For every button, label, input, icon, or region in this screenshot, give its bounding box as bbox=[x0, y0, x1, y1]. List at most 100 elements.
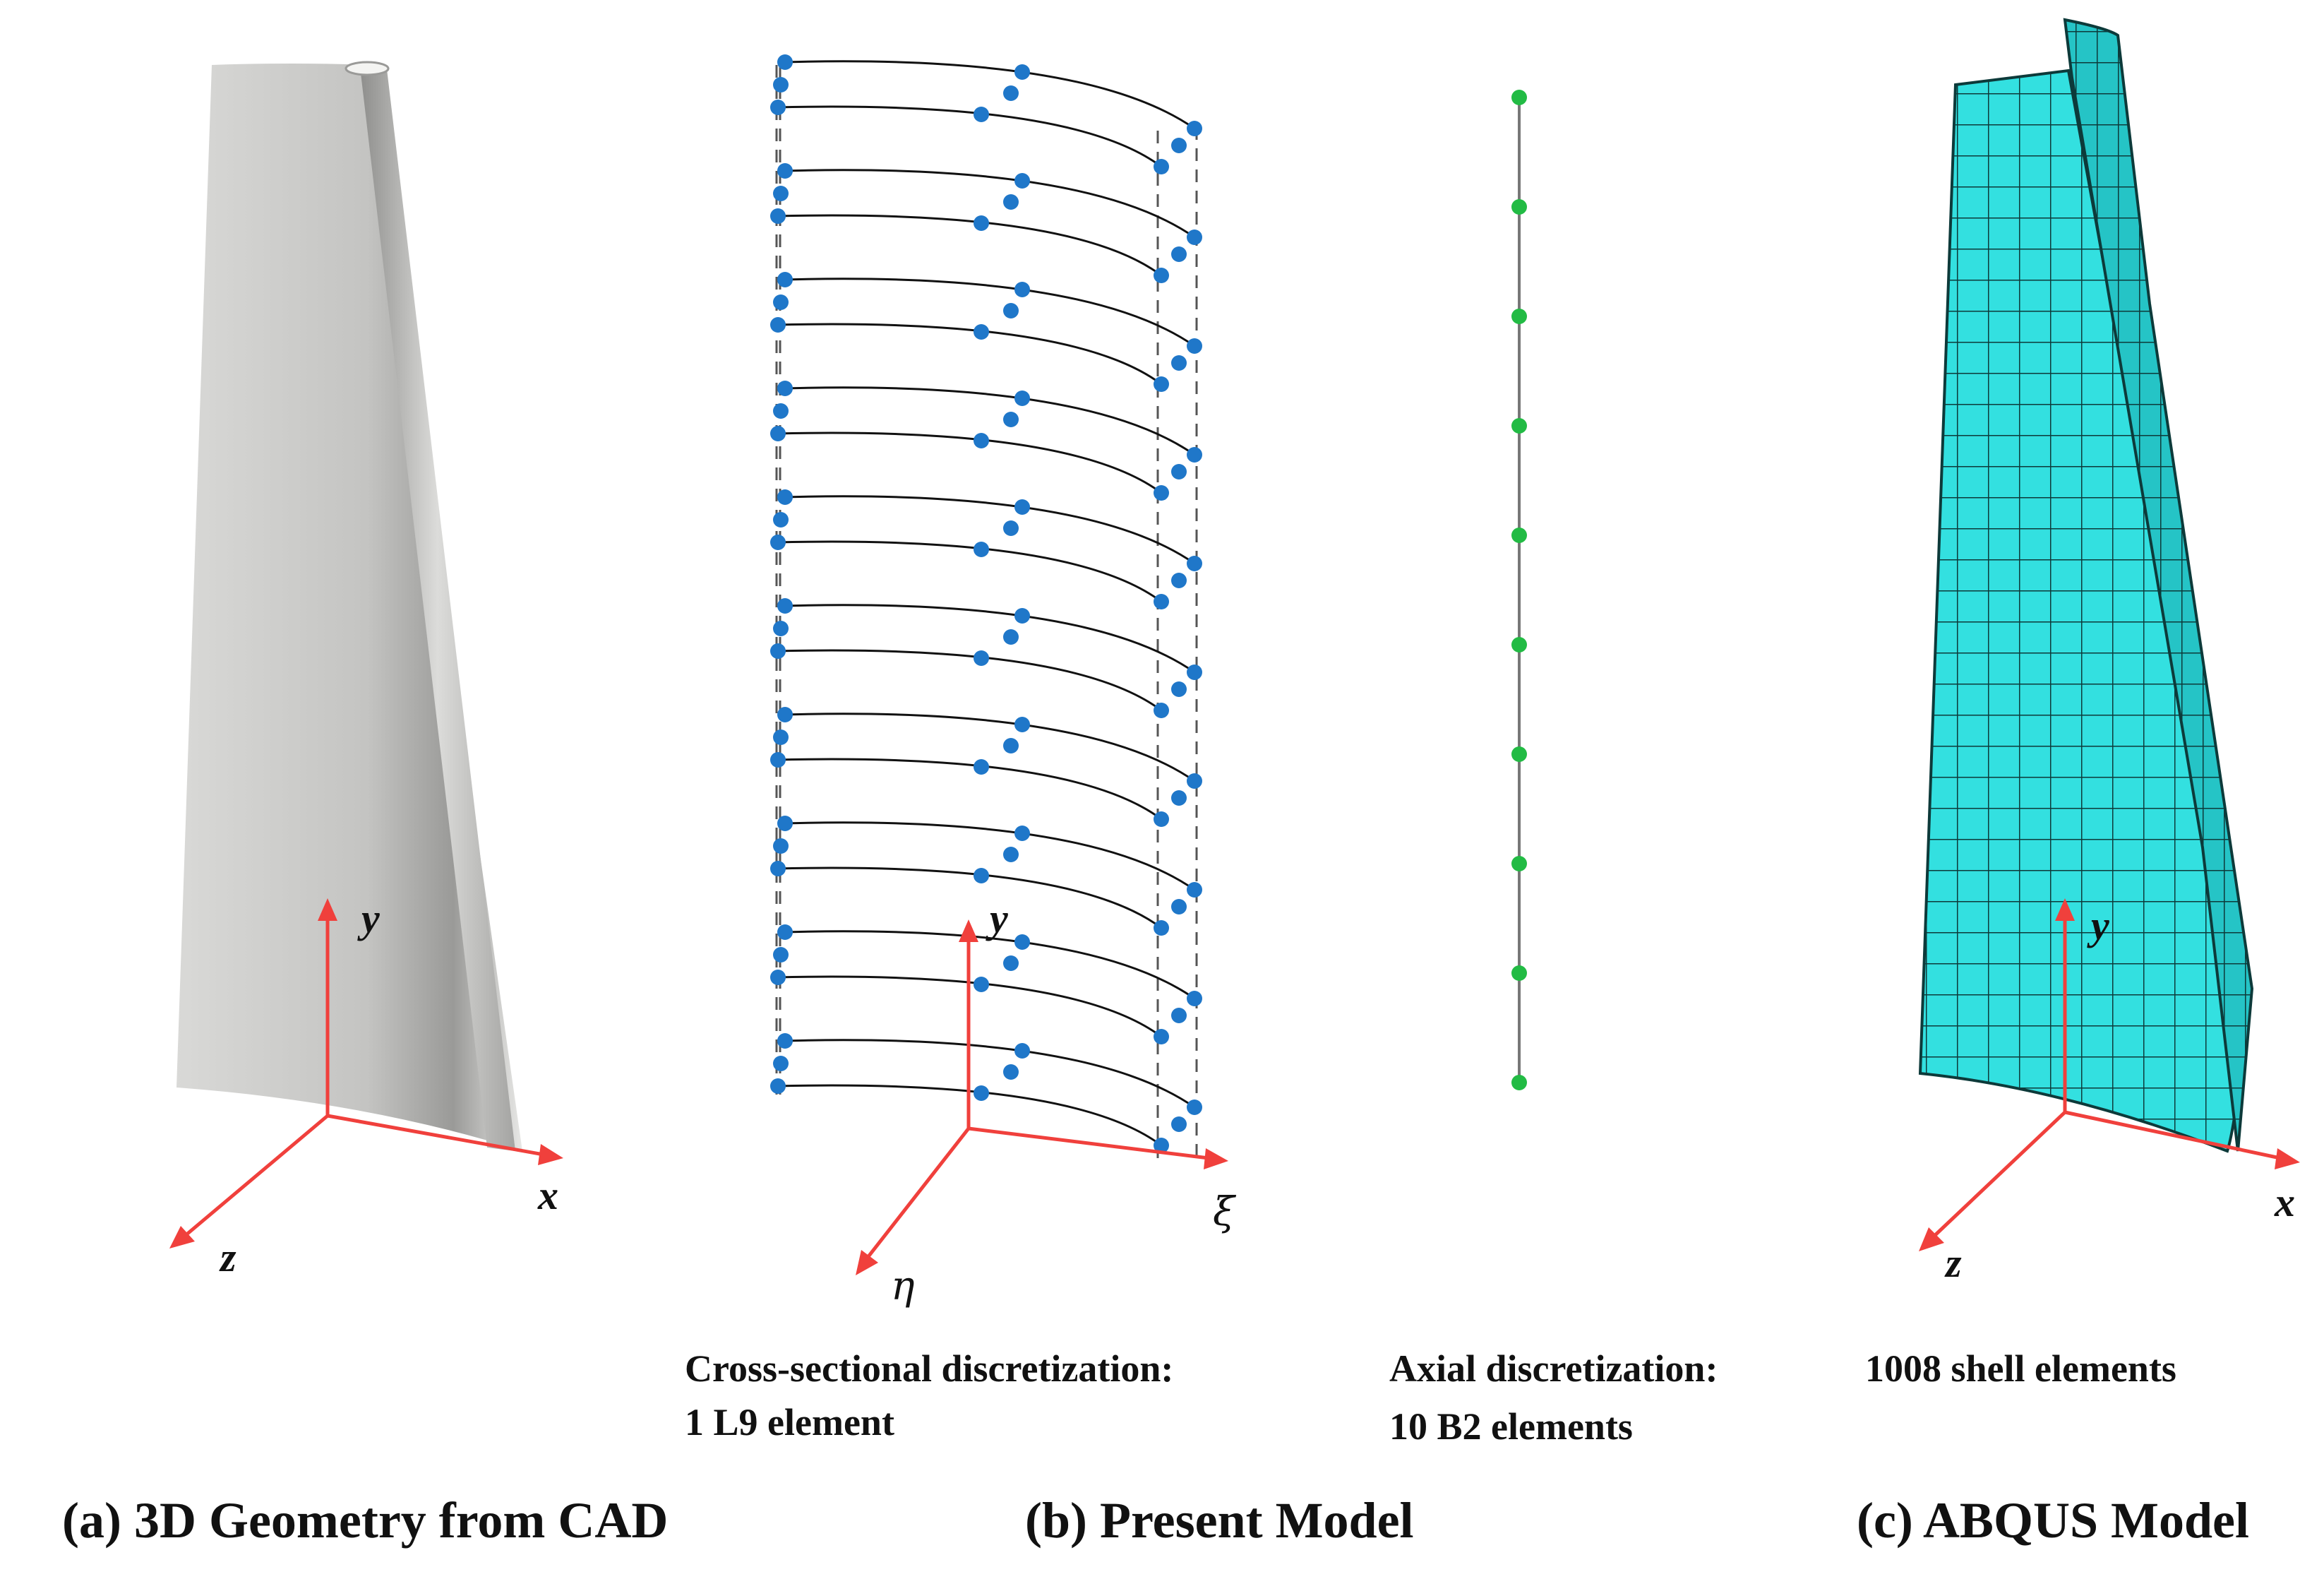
l9-node bbox=[1187, 773, 1202, 789]
l9-node bbox=[1187, 230, 1202, 245]
l9-cross-section bbox=[770, 707, 1202, 827]
l9-node bbox=[777, 598, 793, 614]
l9-node bbox=[770, 970, 786, 985]
l9-node bbox=[773, 1056, 789, 1071]
shell-mesh-twisted-edge bbox=[2063, 18, 2254, 1152]
cross-section-upper-curve bbox=[783, 713, 1195, 782]
axis-label-y: y bbox=[2087, 902, 2109, 948]
beam-node bbox=[1511, 528, 1527, 543]
l9-node bbox=[1014, 64, 1030, 80]
l9-node bbox=[773, 294, 789, 310]
l9-node bbox=[1003, 955, 1019, 971]
l9-node bbox=[777, 54, 793, 70]
l9-node bbox=[777, 924, 793, 940]
l9-node bbox=[777, 1033, 793, 1049]
l9-node bbox=[1171, 573, 1187, 588]
l9-node bbox=[1187, 665, 1202, 680]
axis-label-z: z bbox=[219, 1234, 236, 1280]
l9-cross-section bbox=[770, 54, 1202, 174]
cross-section-upper-curve bbox=[783, 169, 1195, 239]
l9-node bbox=[1187, 1100, 1202, 1115]
cross-section-upper-curve bbox=[783, 930, 1195, 1000]
l9-node bbox=[1171, 464, 1187, 479]
beam-node bbox=[1511, 90, 1527, 105]
axis-label-eta: η bbox=[891, 1263, 915, 1309]
l9-node bbox=[1187, 882, 1202, 898]
cross-section-lower-curve bbox=[776, 649, 1162, 712]
cross-section-lower-curve bbox=[776, 866, 1162, 929]
l9-node bbox=[1014, 391, 1030, 406]
l9-node bbox=[974, 1085, 989, 1101]
cross-section-caption-line1: Cross-sectional discretization: bbox=[685, 1347, 1174, 1390]
cross-section-upper-curve bbox=[783, 1039, 1195, 1109]
l9-node bbox=[770, 643, 786, 659]
l9-node bbox=[773, 186, 789, 201]
l9-node bbox=[773, 403, 789, 419]
l9-node bbox=[1014, 826, 1030, 841]
panel-b-axial-beam bbox=[1511, 90, 1527, 1090]
l9-node bbox=[770, 535, 786, 550]
l9-node bbox=[770, 861, 786, 876]
l9-cross-section bbox=[770, 816, 1202, 936]
l9-cross-section bbox=[770, 381, 1202, 501]
l9-cross-section bbox=[770, 489, 1202, 609]
cross-section-lower-curve bbox=[776, 214, 1162, 277]
l9-node bbox=[1003, 412, 1019, 427]
l9-cross-section bbox=[770, 1033, 1202, 1153]
l9-node bbox=[974, 650, 989, 666]
cross-section-lower-curve bbox=[776, 105, 1162, 168]
l9-node bbox=[1003, 303, 1019, 318]
l9-node bbox=[1003, 847, 1019, 862]
l9-node bbox=[1154, 159, 1169, 174]
panel-c-title: (c) ABQUS Model bbox=[1857, 1492, 2249, 1549]
cross-section-upper-curve bbox=[783, 604, 1195, 674]
axial-caption: Axial discretization: 10 B2 elements bbox=[1389, 1342, 1718, 1453]
cross-section-lower-curve bbox=[776, 323, 1162, 386]
l9-node bbox=[1187, 447, 1202, 463]
l9-node bbox=[773, 947, 789, 963]
cross-section-lower-curve bbox=[776, 540, 1162, 603]
l9-node bbox=[1014, 282, 1030, 297]
cross-section-caption-line2: 1 L9 element bbox=[685, 1401, 894, 1443]
l9-node bbox=[770, 752, 786, 768]
l9-node bbox=[777, 272, 793, 287]
l9-node bbox=[1171, 681, 1187, 697]
l9-node bbox=[777, 816, 793, 831]
l9-node bbox=[1003, 85, 1019, 101]
cross-section-lower-curve bbox=[776, 431, 1162, 494]
l9-node bbox=[1154, 703, 1169, 718]
l9-node bbox=[1171, 355, 1187, 371]
l9-node bbox=[974, 433, 989, 448]
cad-blade-edge bbox=[360, 66, 515, 1152]
cross-section-caption: Cross-sectional discretization: 1 L9 ele… bbox=[685, 1342, 1173, 1449]
axis-label-xi: ξ bbox=[1213, 1189, 1237, 1235]
l9-node bbox=[1187, 121, 1202, 136]
l9-node bbox=[1154, 1138, 1169, 1153]
axis-label-x: x bbox=[537, 1172, 558, 1218]
l9-node bbox=[773, 512, 789, 528]
l9-node bbox=[777, 163, 793, 179]
l9-cross-section bbox=[770, 272, 1202, 392]
l9-node bbox=[1187, 991, 1202, 1006]
cross-section-lower-curve bbox=[776, 758, 1162, 821]
l9-node bbox=[777, 707, 793, 722]
l9-node bbox=[1171, 899, 1187, 914]
cross-section-upper-curve bbox=[783, 60, 1195, 130]
l9-node bbox=[1014, 934, 1030, 950]
axis-label-x: x bbox=[2274, 1179, 2295, 1225]
l9-node bbox=[1003, 194, 1019, 210]
cross-section-upper-curve bbox=[783, 821, 1195, 891]
l9-node bbox=[777, 381, 793, 396]
l9-node bbox=[1003, 520, 1019, 536]
l9-cross-section bbox=[770, 163, 1202, 283]
l9-node bbox=[1154, 811, 1169, 827]
l9-node bbox=[773, 621, 789, 636]
l9-cross-section bbox=[770, 924, 1202, 1044]
beam-node bbox=[1511, 418, 1527, 434]
l9-node bbox=[1014, 1043, 1030, 1059]
l9-node bbox=[1171, 1116, 1187, 1132]
panel-b-axes: y ξ η bbox=[856, 895, 1237, 1309]
beam-node bbox=[1511, 309, 1527, 324]
l9-node bbox=[1154, 594, 1169, 609]
